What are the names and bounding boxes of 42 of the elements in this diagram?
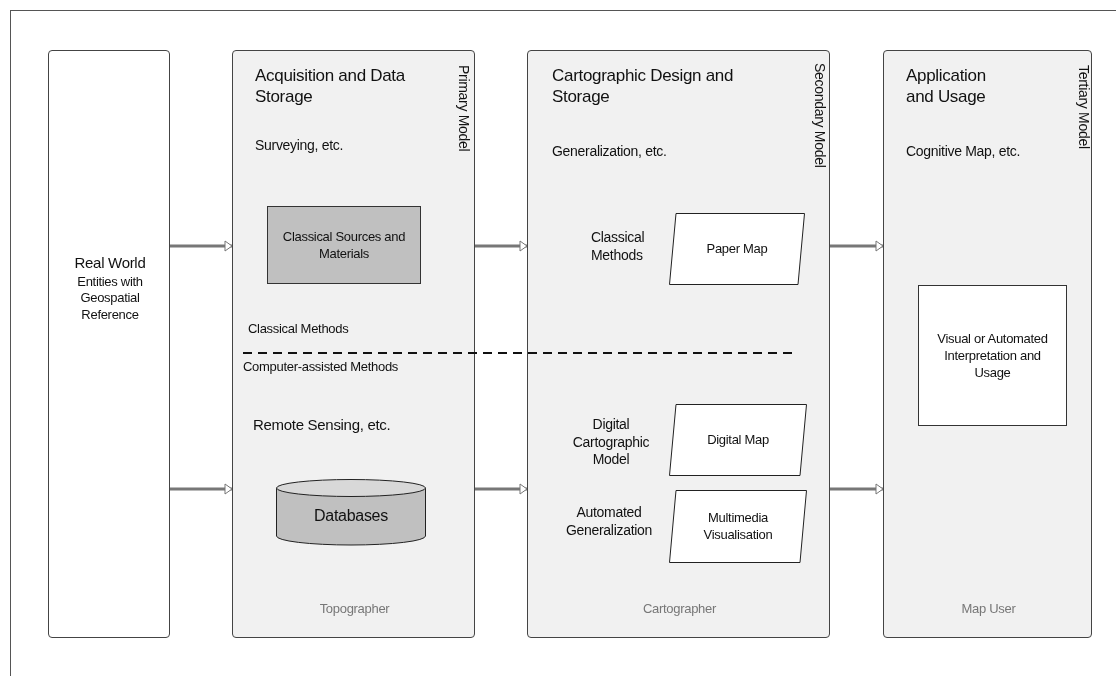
arrow xyxy=(830,483,884,495)
stage-panel xyxy=(527,50,830,638)
stage-panel xyxy=(48,50,170,638)
node-label: Paper Map xyxy=(705,240,769,258)
panel-title: Application and Usage xyxy=(906,65,987,108)
node-label: Multimedia Visualisation xyxy=(702,509,774,544)
method-text: Cognitive Map, etc. xyxy=(906,143,1022,161)
arrow xyxy=(170,483,233,495)
method-label: Digital Cartographic Model xyxy=(571,416,651,469)
data-parallelogram xyxy=(669,490,807,563)
panel-subtitle: Entities with Geospatial Reference xyxy=(76,274,144,323)
method-text: Remote Sensing, etc. xyxy=(253,416,392,435)
method-label: Automated Generalization xyxy=(564,504,654,539)
data-parallelogram xyxy=(669,213,805,285)
model-label: Tertiary Model xyxy=(1074,65,1092,149)
method-label: Classical Methods xyxy=(591,229,646,264)
stage-panel xyxy=(883,50,1092,638)
arrow xyxy=(475,240,528,252)
panel-title: Real World xyxy=(73,254,147,273)
node-label: Digital Map xyxy=(706,431,770,449)
method-text: Generalization, etc. xyxy=(552,143,668,161)
arrow xyxy=(830,240,884,252)
node-label: Visual or Automated Interpretation and Usage xyxy=(936,331,1049,382)
data-parallelogram xyxy=(669,404,807,476)
model-label: Primary Model xyxy=(454,65,472,152)
database-cylinder xyxy=(276,479,426,545)
process-box xyxy=(267,206,421,284)
method-text: Surveying, etc. xyxy=(255,137,345,155)
node-label: Databases xyxy=(313,506,389,527)
section-label: Computer-assisted Methods xyxy=(243,359,400,376)
arrow xyxy=(475,483,528,495)
process-box xyxy=(918,285,1067,426)
arrow xyxy=(170,240,233,252)
role-label: Map User xyxy=(960,601,1017,618)
role-label: Topographer xyxy=(318,601,391,618)
model-label: Secondary Model xyxy=(810,63,828,168)
role-label: Cartographer xyxy=(642,601,717,618)
node-label: Classical Sources and Materials xyxy=(282,229,406,263)
section-label: Classical Methods xyxy=(248,321,350,338)
panel-title: Acquisition and Data Storage xyxy=(255,65,405,108)
stage-panel xyxy=(232,50,475,638)
panel-title: Cartographic Design and Storage xyxy=(552,65,735,108)
